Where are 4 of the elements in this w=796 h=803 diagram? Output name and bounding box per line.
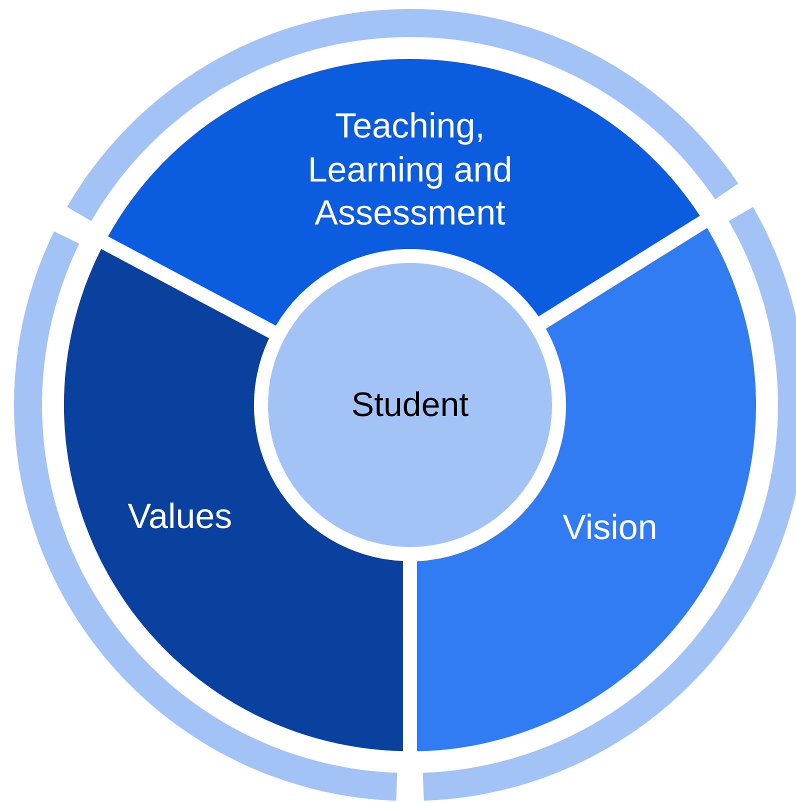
- sector-label: Teaching, Learning and Assessment: [306, 105, 514, 235]
- center-label: Student: [350, 384, 470, 426]
- sector-label: Vision: [562, 507, 658, 550]
- sector-label: Values: [126, 496, 234, 538]
